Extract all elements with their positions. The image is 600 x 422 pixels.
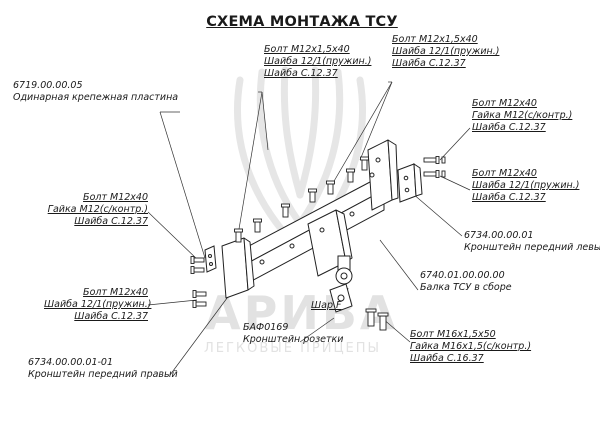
callout-line: Шайба С.12.37 <box>472 192 546 203</box>
callout-bolts-left-lower: Болт М12х40 Шайба 12/1(пружин.) Шайба С.… <box>44 287 152 323</box>
callout-name: Балка ТСУ в сборе <box>420 282 512 293</box>
callout-line: Гайка М16х1,5(с/контр.) <box>410 341 532 352</box>
callout-bolts-top-right: Болт М12х1,5х40 Шайба 12/1(пружин.) Шайб… <box>392 34 499 70</box>
callout-line: Болт М12х1,5х40 <box>392 34 478 45</box>
front-bracket-left <box>397 163 423 203</box>
callout-line: Шайба 12/1(пружин.) <box>472 180 580 191</box>
watermark-brand: АРИВА <box>205 286 399 340</box>
callout-line: Шайба С.12.37 <box>74 216 148 227</box>
leader-lines <box>147 81 471 376</box>
callout-bolts-top-left: Болт М12х1,5х40 Шайба 12/1(пружин.) Шайб… <box>264 44 371 80</box>
callout-line: Шайба С.12.37 <box>264 68 338 79</box>
callout-line: Болт М12х40 <box>472 98 537 109</box>
callout-ball: Шар F <box>311 300 342 312</box>
socket-bracket <box>329 283 353 313</box>
callout-name: Кронштейн розетки <box>243 334 344 345</box>
callout-bolts-right-upper: Болт М12х40 Гайка М12(с/контр.) Шайба С.… <box>472 98 572 134</box>
callout-bracket-right: 6734.00.00.01-01 Кронштейн передний прав… <box>28 357 178 381</box>
callout-line: Болт М12х1,5х40 <box>264 44 350 55</box>
callout-line: Шайба 12/1(пружин.) <box>44 299 152 310</box>
bolts-set <box>190 156 446 331</box>
callout-line: Болт М12х40 <box>472 168 537 179</box>
callout-bracket-left: 6734.00.00.01 Кронштейн передний левый <box>464 230 600 254</box>
callout-name: Кронштейн передний левый <box>464 242 600 253</box>
callout-bolts-right-lower: Болт М12х40 Шайба 12/1(пружин.) Шайба С.… <box>472 168 579 204</box>
callout-line: Болт М16х1,5х50 <box>410 329 496 340</box>
callout-line: Шайба С.12.37 <box>472 122 546 133</box>
tow-ball <box>335 255 353 285</box>
callout-line: Гайка М12(с/контр.) <box>47 204 148 215</box>
callout-bolts-left-upper: Болт М12х40 Гайка М12(с/контр.) Шайба С.… <box>44 192 148 228</box>
callout-plate: 6719.00.00.05 Одинарная крепежная пласти… <box>13 80 178 104</box>
callout-code: 6740.01.00.00.00 <box>420 270 505 281</box>
callout-line: Шар F <box>311 300 342 311</box>
callout-name: Кронштейн передний правый <box>28 369 178 380</box>
callout-line: Шайба 12/1(пружин.) <box>264 56 372 67</box>
callout-code: БАФ0169 <box>243 322 289 333</box>
callout-code: 6734.00.00.01 <box>464 230 534 241</box>
callout-line: Шайба С.12.37 <box>74 311 148 322</box>
callout-line: Болт М12х40 <box>83 287 148 298</box>
callout-socket: БАФ0169 Кронштейн розетки <box>243 322 343 346</box>
callout-code: 6719.00.00.05 <box>13 80 83 91</box>
mounting-plate <box>204 245 217 273</box>
watermark-slogan: ЛЕГКОВЫЕ ПРИЦЕПЫ <box>204 341 382 356</box>
callout-beam: 6740.01.00.00.00 Балка ТСУ в сборе <box>420 270 512 294</box>
callout-code: 6734.00.00.01-01 <box>28 357 114 368</box>
callout-line: Шайба С.16.37 <box>410 353 484 364</box>
diagram-title: СХЕМА МОНТАЖА ТСУ <box>206 14 398 30</box>
callout-bolts-bottom: Болт М16х1,5х50 Гайка М16х1,5(с/контр.) … <box>410 329 531 365</box>
towbar-beam <box>221 139 399 299</box>
callout-line: Шайба 12/1(пружин.) <box>392 46 500 57</box>
callout-line: Болт М12х40 <box>83 192 148 203</box>
callout-name: Одинарная крепежная пластина <box>13 92 179 103</box>
callout-line: Гайка М12(с/контр.) <box>472 110 573 121</box>
callout-line: Шайба С.12.37 <box>392 58 466 69</box>
